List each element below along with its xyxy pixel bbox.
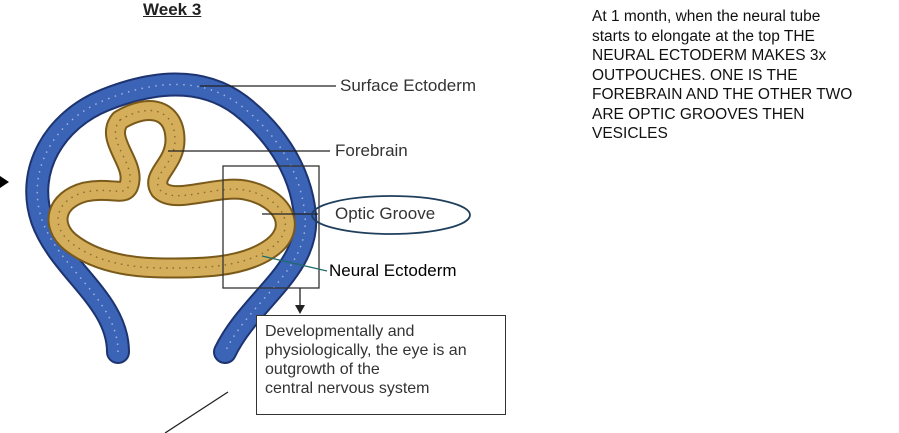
- note-line: Developmentally and: [265, 323, 415, 340]
- surface-ectoderm-label: Surface Ectoderm: [340, 76, 477, 95]
- side-text-line: VESICLES: [592, 125, 668, 142]
- optic-region-box: [222, 165, 320, 289]
- neural-ectoderm-label: Neural Ectoderm: [329, 261, 457, 280]
- neural-ectoderm-leader: [261, 255, 328, 272]
- note-line: outgrowth of the: [265, 361, 380, 378]
- diagram-title: Week 3: [143, 0, 202, 19]
- optic-groove-ellipse: [311, 195, 471, 235]
- side-text-line: starts to elongate at the top THE: [592, 27, 815, 45]
- side-text-line: NEURAL ECTODERM MAKES 3x: [592, 47, 827, 64]
- surface-ectoderm-layer: [25, 72, 318, 364]
- box-to-note-arrowhead: [295, 305, 305, 314]
- note-line: central nervous system: [265, 380, 430, 397]
- eye-development-note: Developmentally and physiologically, the…: [256, 315, 506, 415]
- note-line: physiologically, the eye is an: [265, 342, 467, 359]
- side-text-line: FOREBRAIN AND THE OTHER TWO: [592, 86, 853, 103]
- side-text-line: OUTPOUCHES. ONE IS THE: [592, 66, 798, 84]
- side-explanation-text: At 1 month, when the neural tube starts …: [592, 7, 892, 144]
- side-text-line: At 1 month, when the neural tube: [592, 8, 821, 25]
- note-tail-line: [164, 391, 229, 433]
- pointer-arrow-icon: [0, 176, 9, 188]
- leader-lines: [164, 85, 336, 433]
- forebrain-label: Forebrain: [335, 141, 408, 160]
- neural-ectoderm-layer: [47, 100, 296, 279]
- side-text-line: ARE OPTIC GROOVES THEN: [592, 105, 805, 123]
- optic-groove-label: Optic Groove: [335, 204, 436, 223]
